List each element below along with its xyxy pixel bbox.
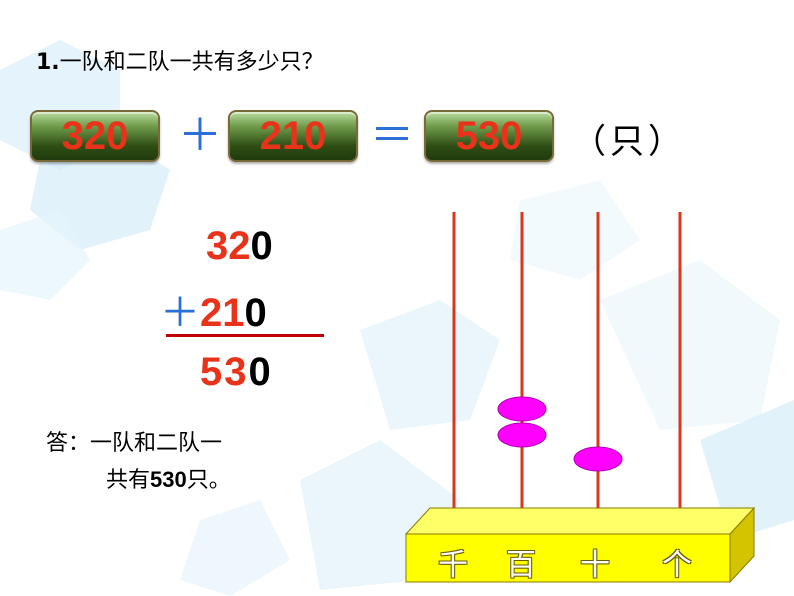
result-box: 530 xyxy=(424,110,554,162)
question-number: 1. xyxy=(36,50,60,75)
plus-sign: ＋ xyxy=(178,110,222,161)
abacus-label-hundreds: 百 xyxy=(506,548,536,583)
abacus-bead-tens xyxy=(573,446,623,472)
vertical-row-3: 530 xyxy=(200,350,273,395)
answer-line-1: 一队和二队一 xyxy=(90,431,223,456)
addend-a-box: 320 xyxy=(30,110,160,162)
answer-text: 答：一队和二队一 共有530只。 xyxy=(46,426,231,499)
vertical-row-1-black: 0 xyxy=(250,224,273,268)
vertical-row-2: ＋210 xyxy=(160,280,267,338)
question-text: 1.一队和二队一共有多少只？ xyxy=(36,44,324,76)
answer-number: 530 xyxy=(150,467,187,492)
vertical-plus-sign: ＋ xyxy=(160,290,200,336)
abacus-bead-hundreds xyxy=(497,396,547,422)
answer-line-2-pre: 共有 xyxy=(106,468,151,493)
abacus-label-tens: 十 xyxy=(580,548,610,583)
vertical-row-2-black: 0 xyxy=(244,291,267,335)
vertical-row-1: 320 xyxy=(206,224,273,269)
addend-b-box: 210 xyxy=(228,110,358,162)
equals-sign: ＝ xyxy=(370,110,414,161)
answer-line-2-post: 只。 xyxy=(186,468,231,493)
abacus-label-thousands: 千 xyxy=(438,548,468,583)
vertical-row-3-red: 53 xyxy=(200,350,249,394)
abacus-label-ones: 个 xyxy=(662,548,692,583)
abacus-base-front xyxy=(405,533,731,583)
unit-label: （只） xyxy=(572,122,686,162)
abacus-bead-hundreds xyxy=(497,422,547,448)
vertical-row-2-red: 21 xyxy=(200,291,245,335)
abacus-base-top xyxy=(404,507,756,535)
vertical-row-1-red: 32 xyxy=(206,224,251,268)
question-body: 一队和二队一共有多少只？ xyxy=(59,50,324,75)
vertical-row-3-black: 0 xyxy=(248,350,273,394)
answer-prefix: 答： xyxy=(46,431,91,456)
sum-line xyxy=(166,334,324,337)
